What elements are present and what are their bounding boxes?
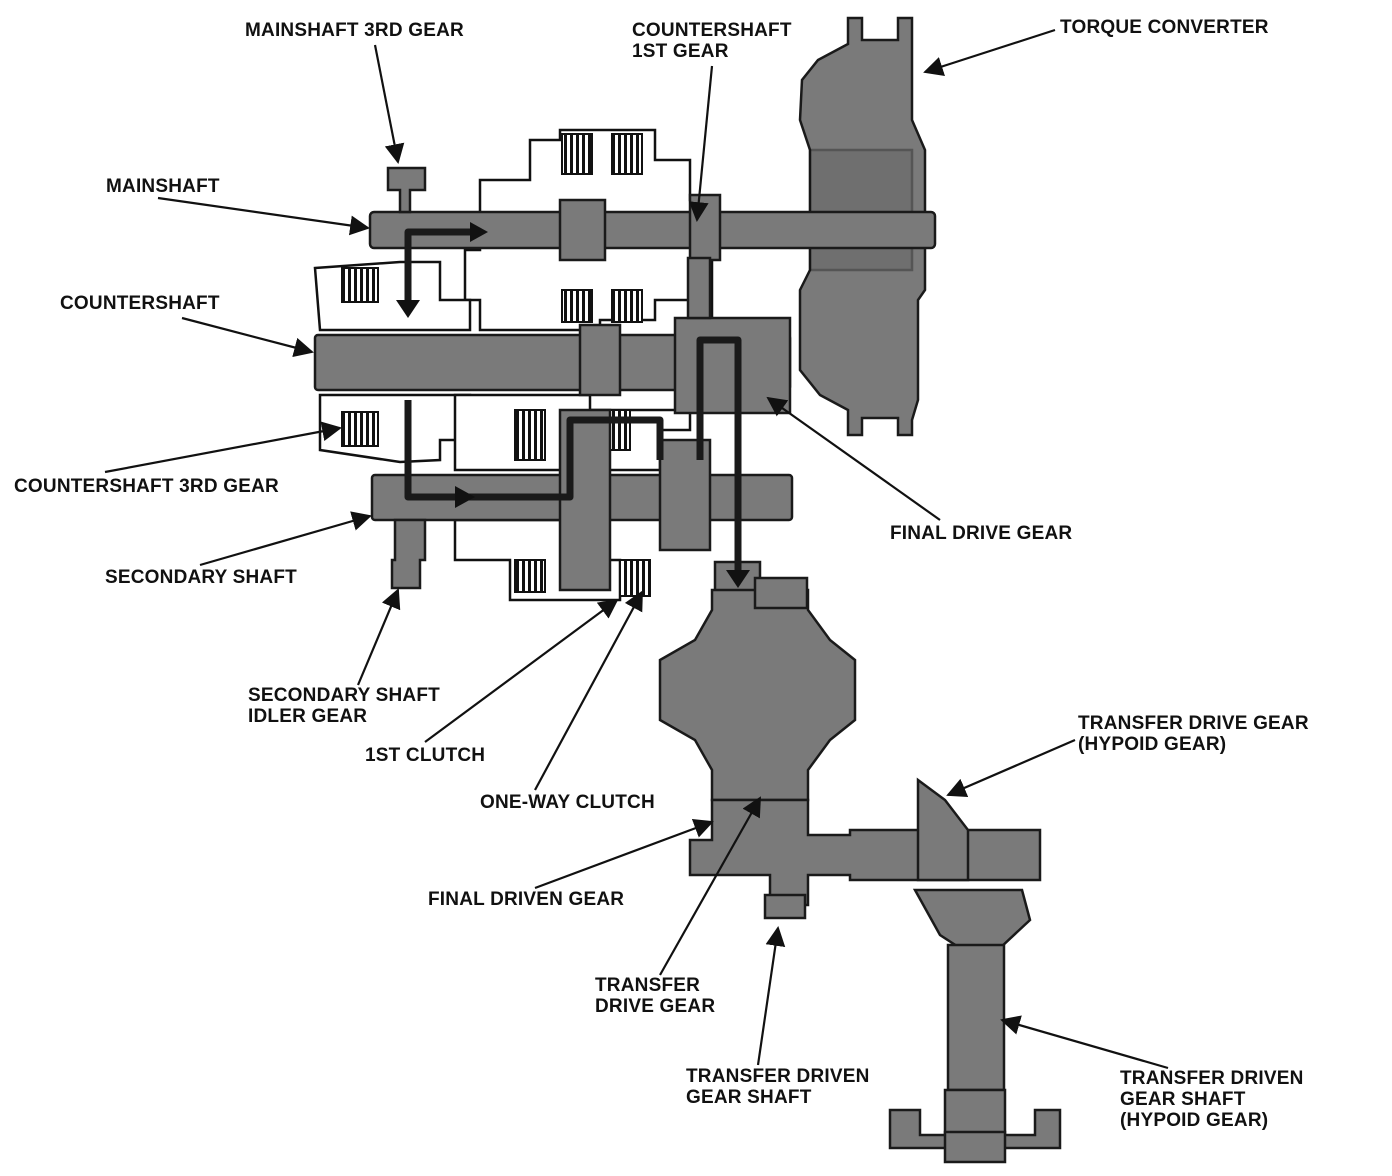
- label-countershaft-1st-gear: COUNTERSHAFT 1ST GEAR: [632, 20, 792, 62]
- label-countershaft-3rd-gear: COUNTERSHAFT 3RD GEAR: [14, 476, 279, 497]
- mainshaft: [368, 166, 937, 262]
- power-flow-path: [404, 228, 742, 570]
- leader-lines: [104, 28, 1169, 1070]
- label-transfer-driven-gear-shaft-hypoid: TRANSFER DRIVEN GEAR SHAFT (HYPOID GEAR): [1120, 1068, 1304, 1131]
- label-countershaft: COUNTERSHAFT: [60, 293, 220, 314]
- clutch-packs: [341, 133, 651, 597]
- flow-arrow-final: [726, 570, 750, 588]
- label-mainshaft-3rd-gear: MAINSHAFT 3RD GEAR: [245, 20, 464, 41]
- label-secondary-shaft-idler-gear: SECONDARY SHAFT IDLER GEAR: [248, 685, 440, 727]
- differential-assembly: [658, 560, 857, 802]
- label-final-driven-gear: FINAL DRIVEN GEAR: [428, 889, 625, 910]
- flow-arrow-countershaft: [396, 300, 420, 318]
- label-1st-clutch: 1ST CLUTCH: [365, 745, 486, 766]
- flow-arrow-mainshaft: [470, 222, 488, 242]
- label-secondary-shaft: SECONDARY SHAFT: [105, 567, 297, 588]
- transfer-assembly: [688, 777, 1062, 1164]
- flow-arrow-secondary: [455, 486, 475, 508]
- label-transfer-driven-gear-shaft: TRANSFER DRIVEN GEAR SHAFT: [686, 1066, 870, 1108]
- label-one-way-clutch: ONE-WAY CLUTCH: [480, 792, 655, 813]
- label-transfer-drive-gear: TRANSFER DRIVE GEAR: [595, 975, 716, 1017]
- label-torque-converter: TORQUE CONVERTER: [1060, 17, 1269, 38]
- label-transfer-drive-gear-hypoid: TRANSFER DRIVE GEAR (HYPOID GEAR): [1078, 713, 1309, 755]
- label-mainshaft: MAINSHAFT: [106, 176, 220, 197]
- label-final-drive-gear: FINAL DRIVE GEAR: [890, 523, 1073, 544]
